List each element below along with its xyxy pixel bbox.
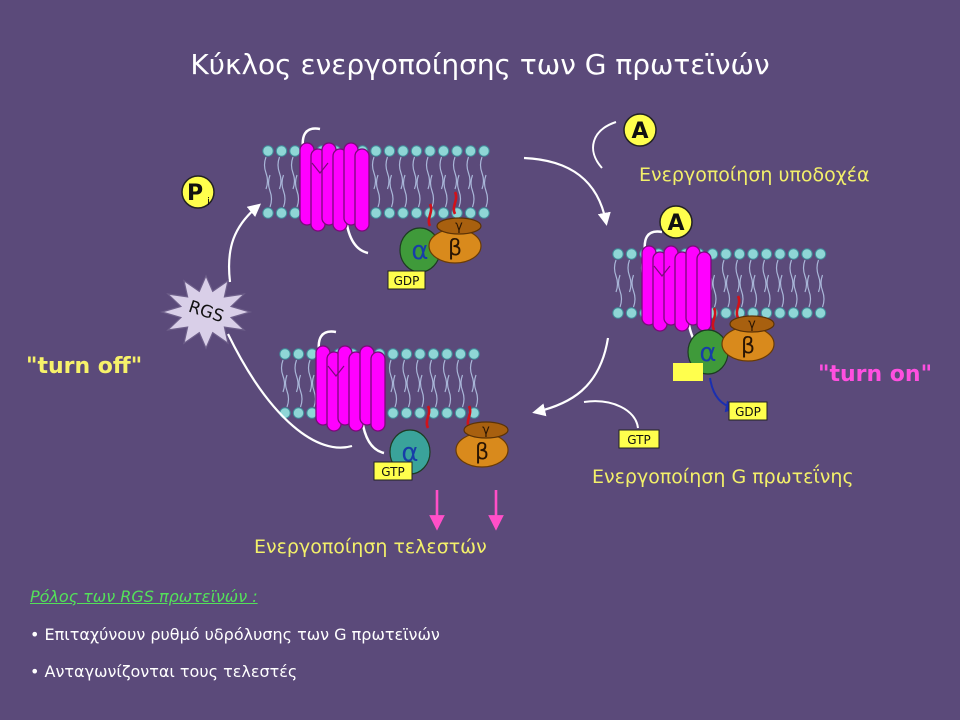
rgs-role-item: • Επιταχύνουν ρυθμό υδρόλυσης των G πρωτ… bbox=[30, 625, 440, 644]
diagram-title: Κύκλος ενεργοποίησης των G πρωτεϊνών bbox=[190, 48, 770, 81]
lipid-anchor bbox=[735, 295, 741, 319]
alpha-symbol: α bbox=[411, 236, 428, 266]
alpha-symbol: α bbox=[401, 438, 418, 468]
gdp-badge-top-text: GDP bbox=[394, 274, 420, 288]
phosphate-badge-text: P bbox=[187, 181, 203, 206]
agonist-binding-curve bbox=[592, 121, 617, 169]
gamma-symbol: γ bbox=[482, 423, 490, 438]
gamma-symbol: γ bbox=[455, 219, 463, 234]
turn-on-label: "turn on" bbox=[818, 362, 933, 387]
lipid-anchor bbox=[711, 307, 717, 331]
receptor-activation-label: Ενεργοποίηση υποδοχέα bbox=[639, 164, 870, 186]
rgs-role-text: Ανταγωνίζονται τους τελεστές bbox=[44, 662, 298, 681]
cycle-arrow-to-activation bbox=[523, 156, 611, 226]
agonist-badge-bound: A bbox=[659, 205, 693, 239]
lipid-anchor bbox=[452, 191, 458, 215]
gamma-symbol: γ bbox=[748, 317, 756, 332]
rgs-role-text: Επιταχύνουν ρυθμό υδρόλυσης των G πρωτεϊ… bbox=[44, 625, 440, 644]
cycle-arrow-to-inactive bbox=[227, 203, 262, 283]
gpcr-receptor bbox=[315, 330, 386, 455]
g-beta-gamma-free: γβ bbox=[455, 421, 509, 468]
agonist-badge-bound-text: A bbox=[667, 211, 684, 236]
lipid-anchor bbox=[427, 203, 433, 227]
effector-activation-label: Ενεργοποίηση τελεστών bbox=[254, 536, 487, 558]
cycle-arrow-to-active bbox=[532, 337, 610, 417]
rgs-role-item: • Ανταγωνίζονται τους τελεστές bbox=[30, 662, 298, 681]
rgs-protein-burst: RGS bbox=[159, 274, 253, 350]
agonist-badge-free-text: A bbox=[631, 119, 648, 144]
beta-symbol: β bbox=[741, 334, 755, 359]
agonist-badge-free: A bbox=[623, 113, 657, 147]
g-alpha-gdp: α bbox=[399, 227, 441, 273]
g-beta-gamma-top: γβ bbox=[428, 217, 482, 264]
gtp-badge-bound: GTP bbox=[373, 461, 413, 481]
turn-off-label: "turn off" bbox=[26, 354, 143, 379]
phosphate-badge-subscript: i bbox=[207, 195, 210, 208]
cycle-arrow-from-active bbox=[227, 333, 353, 449]
gtp-badge-entering-text: GTP bbox=[627, 433, 650, 447]
beta-symbol: β bbox=[475, 440, 489, 465]
gpcr-receptor bbox=[299, 127, 370, 255]
gtp-badge-entering: GTP bbox=[618, 429, 660, 449]
gdp-badge-top: GDP bbox=[387, 270, 426, 290]
g-protein-activation-label: Ενεργοποίηση G πρωτεΐνης bbox=[592, 466, 854, 488]
nucleotide-pocket bbox=[673, 363, 703, 381]
gtp-badge-bound-text: GTP bbox=[381, 465, 404, 479]
g-beta-gamma-right: γβ bbox=[721, 315, 775, 362]
gtp-entry-curve bbox=[583, 400, 639, 429]
alpha-symbol: α bbox=[699, 338, 716, 368]
beta-symbol: β bbox=[448, 236, 462, 261]
lipid-anchor bbox=[425, 405, 431, 429]
gdp-badge-released: GDP bbox=[728, 401, 768, 421]
rgs-roles-heading: Ρόλος των RGS πρωτεϊνών : bbox=[30, 587, 258, 606]
gdp-badge-released-text: GDP bbox=[735, 405, 761, 419]
gpcr-receptor bbox=[641, 230, 712, 355]
